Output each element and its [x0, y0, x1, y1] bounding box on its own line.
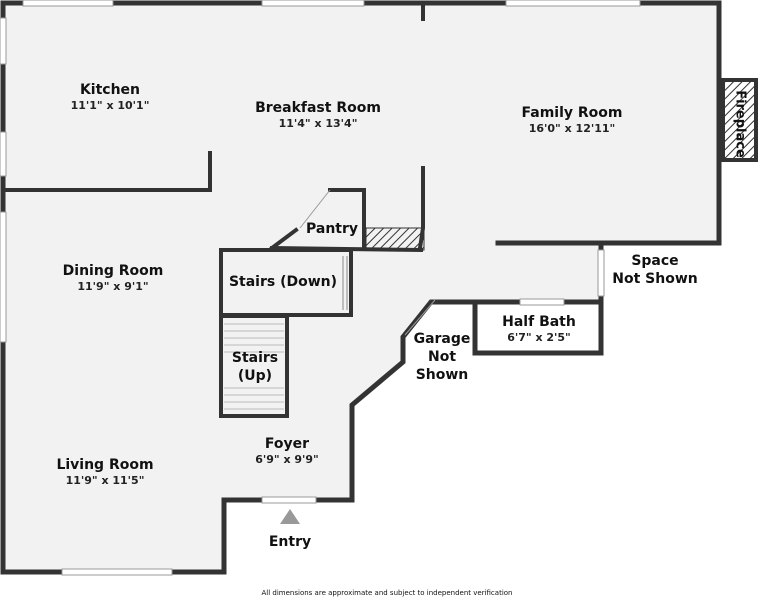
foyer-label: Foyer 6'9" x 9'9" [255, 436, 319, 467]
stairs-up-treads [224, 323, 284, 410]
garage-label: Garage Not Shown [413, 331, 471, 383]
entry-label: Entry [268, 534, 312, 550]
stairs-up [219, 314, 289, 418]
pantry-label: Pantry [305, 221, 359, 237]
kitchen-label: Kitchen 11'1" x 10'1" [70, 82, 150, 113]
windows [0, 0, 641, 576]
space-not-shown-label: Space Not Shown [612, 253, 698, 287]
living-room-label: Living Room 11'9" x 11'5" [56, 457, 154, 488]
doors [299, 189, 436, 336]
interior-walls [3, 3, 425, 253]
family-room-label: Family Room 16'0" x 12'11" [521, 105, 623, 136]
stairs-down-treads [342, 256, 348, 310]
disclaimer-text: All dimensions are approximate and subje… [261, 589, 513, 597]
pantry-shelf [365, 227, 425, 251]
breakfast-room-label: Breakfast Room 11'4" x 13'4" [255, 100, 381, 131]
fireplace-label: Fireplace [732, 90, 748, 158]
half-bath-label: Half Bath 6'7" x 2'5" [502, 314, 576, 345]
stairs-down-label: Stairs (Down) [228, 274, 338, 290]
stairs-up-label: Stairs (Up) [231, 350, 279, 384]
floor-area [3, 3, 719, 572]
fireplace [721, 78, 758, 162]
entry-arrow [280, 509, 300, 524]
dining-room-label: Dining Room 11'9" x 9'1" [62, 263, 164, 294]
